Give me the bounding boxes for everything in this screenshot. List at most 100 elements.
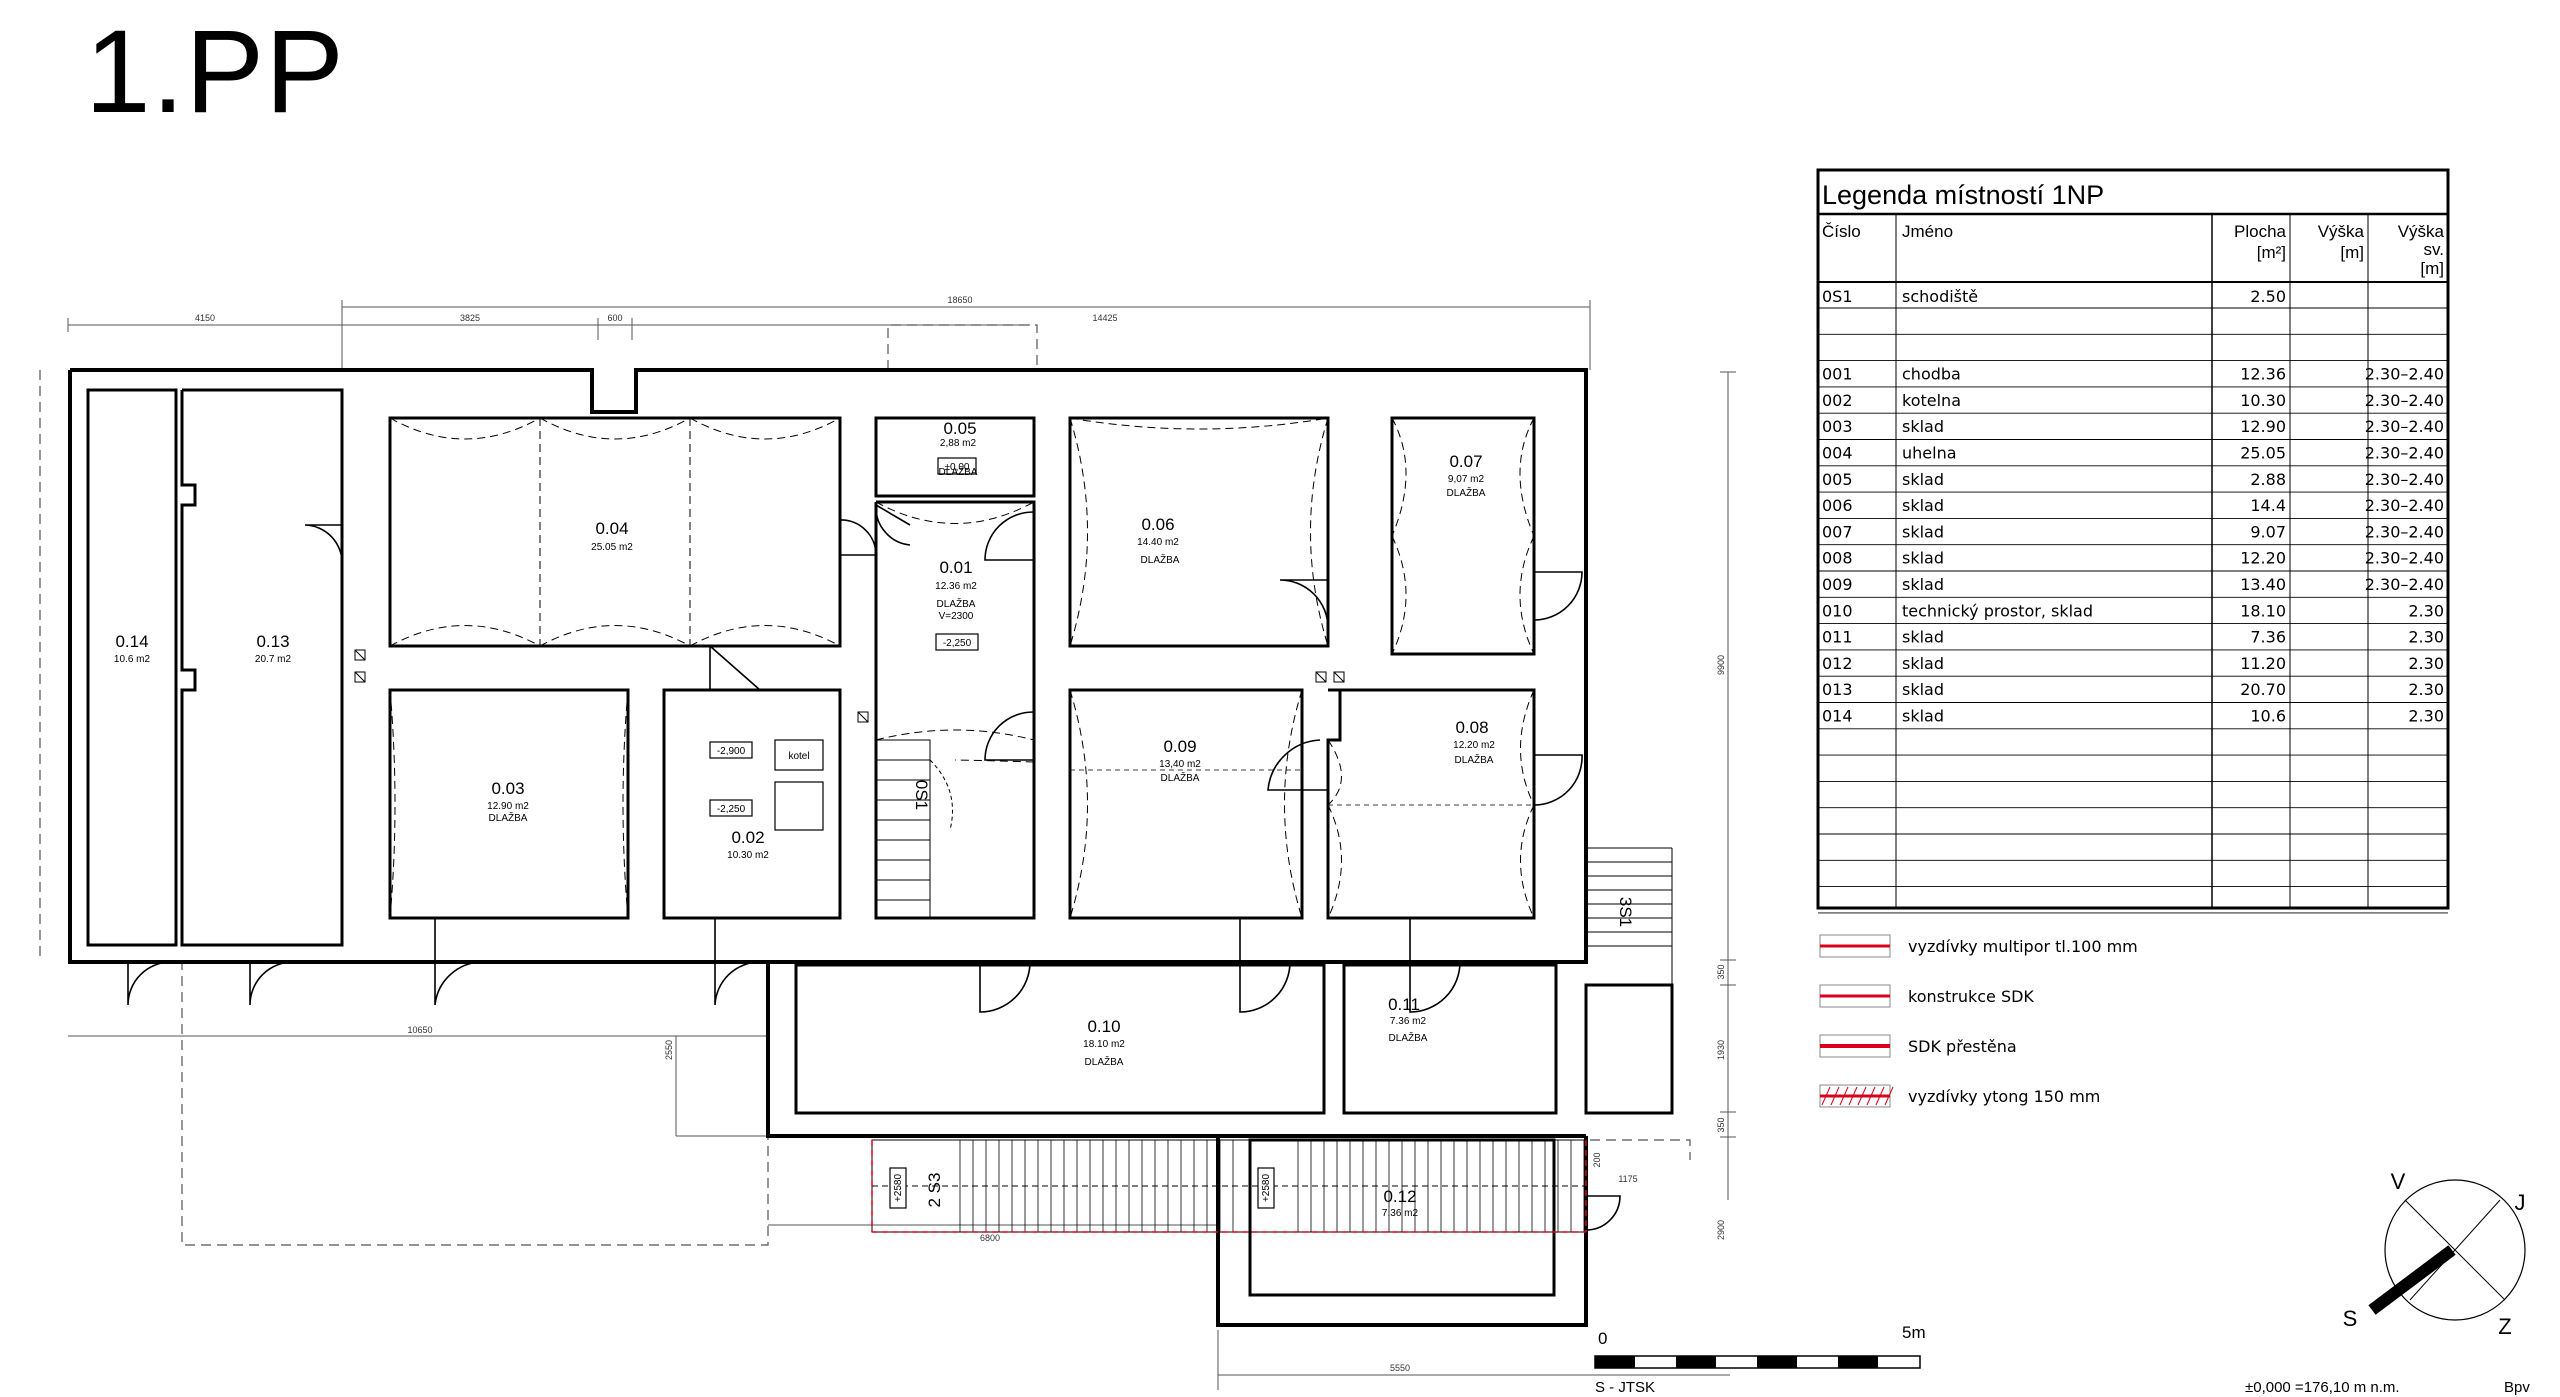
- legend-row-area: 12.90: [2240, 417, 2286, 436]
- room-0-12-area: 7.36 m2: [1382, 1208, 1419, 1219]
- footer-info: ±0,000 =176,10 m n.m. Bpv: [2245, 1379, 2530, 1396]
- room-0-03-area: 12.90 m2: [487, 801, 529, 812]
- legend-row-name: sklad: [1902, 549, 1944, 568]
- legend-row-clear-height: 2.30–2.40: [2365, 470, 2444, 489]
- doors: [127, 504, 1621, 1231]
- level-label-0: ±0,00: [945, 462, 970, 473]
- dim-bottom-3: 5550: [1390, 1363, 1410, 1373]
- scale-system: S - JTSK: [1595, 1379, 1655, 1396]
- legend-row-clear-height: 2.30: [2408, 601, 2444, 620]
- legend-row-clear-height: 2.30–2.40: [2365, 417, 2444, 436]
- legend-row-name: sklad: [1902, 470, 1944, 489]
- legend-row-area: 10.6: [2250, 707, 2286, 726]
- legend-row-number: 004: [1822, 444, 1853, 463]
- level-tag-0: [937, 457, 977, 475]
- scale-start: 0: [1598, 1329, 1607, 1348]
- legend-row-area: 12.20: [2240, 549, 2286, 568]
- legend-row-number: 005: [1822, 470, 1853, 489]
- legend-row-name: kotelna: [1902, 391, 1961, 410]
- door-0-04-west: [304, 524, 343, 566]
- room-0-06-id: 0.06: [1141, 515, 1174, 534]
- materials-legend-label: SDK přestěna: [1908, 1037, 2017, 1056]
- room-0-01-id: 0.01: [939, 558, 972, 577]
- room-0-01-floor: DLAŽBA: [937, 597, 976, 610]
- room-walls: [86, 388, 1674, 1297]
- legend-row-number: 014: [1822, 707, 1853, 726]
- legend-row-number: 009: [1822, 575, 1853, 594]
- room-0-08-floor: DLAŽBA: [1455, 753, 1494, 766]
- compass-east: J: [2515, 1190, 2526, 1215]
- legend-row-clear-height: 2.30: [2408, 628, 2444, 647]
- room-0-01: 0.01 12.36 m2 DLAŽBA V=2300: [935, 558, 977, 622]
- legend-row-number: 003: [1822, 417, 1853, 436]
- room-0-10-outline: [794, 963, 1326, 1115]
- legend-header-height-unit: [m]: [2340, 243, 2364, 262]
- boiler-equipment: [709, 457, 1275, 1209]
- dim-bottom-1: 10650: [407, 1025, 432, 1035]
- room-0-06-area: 14.40 m2: [1137, 537, 1179, 548]
- legend-row-name: sklad: [1902, 628, 1944, 647]
- sheet-title: 1.PP: [85, 6, 345, 138]
- room-0-02: 0.02 10.30 m2: [727, 828, 769, 861]
- room-0-13-id: 0.13: [256, 632, 289, 651]
- level-tag-1: [935, 633, 979, 651]
- dim-right-5: 2900: [1716, 1220, 1726, 1240]
- room-0-09-id: 0.09: [1163, 737, 1196, 756]
- room-0-07: 0.07 9,07 m2 DLAŽBA: [1447, 452, 1486, 499]
- legend-row-area: 13.40: [2240, 575, 2286, 594]
- dimension-texts: 18650 4150 3825 600 14425 9900 350 1930 …: [195, 295, 1726, 1373]
- stair-3s1: [1586, 847, 1673, 985]
- boiler-tank: [774, 781, 824, 831]
- stair-label-0s1: 0S1: [912, 780, 931, 810]
- room-0-06-outline: [1068, 416, 1330, 648]
- boiler-box: [774, 739, 824, 771]
- room-0-02-id: 0.02: [731, 828, 764, 847]
- room-0-05-area: 2,88 m2: [940, 438, 977, 449]
- legend-stair-area: 2.50: [2250, 287, 2286, 306]
- level-label-4: +2580: [893, 1174, 904, 1203]
- room-0-08-outline: [1326, 688, 1536, 920]
- dim-small-1: 200: [1592, 1152, 1602, 1167]
- legend-row-clear-height: 2.30–2.40: [2365, 365, 2444, 384]
- legend-row-clear-height: 2.30–2.40: [2365, 391, 2444, 410]
- room-0-11-id: 0.11: [1388, 995, 1420, 1014]
- room-labels: 0.01 12.36 m2 DLAŽBA V=2300 0.02 10.30 m…: [114, 419, 1495, 1219]
- materials-legend-item: vyzdívky ytong 150 mm: [1819, 1084, 2100, 1108]
- door-0-11: [1409, 918, 1461, 1013]
- legend-row-clear-height: 2.30: [2408, 680, 2444, 699]
- room-0-11-outline: [1342, 963, 1558, 1115]
- room-0-11-floor: DLAŽBA: [1389, 1031, 1428, 1044]
- legend-row-number: 006: [1822, 496, 1853, 515]
- legend-title: Legenda místností 1NP: [1822, 180, 2104, 210]
- room-0-05-id: 0.05: [943, 419, 976, 438]
- dim-right-3: 1930: [1716, 1040, 1726, 1060]
- door-0-02-north: [709, 645, 761, 691]
- level-label-2: -2,900: [717, 746, 746, 757]
- legend-row-area: 11.20: [2240, 654, 2286, 673]
- legend-row-clear-height: 2.30: [2408, 654, 2444, 673]
- legend-row-clear-height: 2.30–2.40: [2365, 444, 2444, 463]
- door-0-08-east: [1533, 754, 1583, 806]
- legend-header-clear-height-1: Výška: [2398, 222, 2445, 241]
- door-0-01-west: [875, 504, 911, 546]
- compass-rose: V J S Z: [2343, 1169, 2526, 1339]
- room-0-01-note: V=2300: [939, 611, 974, 622]
- dim-right-1: 9900: [1716, 655, 1726, 675]
- door-0-04-east: [839, 519, 877, 556]
- stair-2s3-steps: [959, 1140, 1585, 1232]
- room-0-01-area: 12.36 m2: [935, 581, 977, 592]
- room-0-14-outline: [86, 388, 178, 947]
- legend-row-clear-height: 2.30–2.40: [2365, 575, 2444, 594]
- room-0-03-floor: DLAŽBA: [489, 811, 528, 824]
- legend-row-clear-height: 2.30–2.40: [2365, 549, 2444, 568]
- door-0-10: [979, 961, 1031, 1013]
- room-0-07-id: 0.07: [1449, 452, 1482, 471]
- room-0-06: 0.06 14.40 m2 DLAŽBA: [1137, 515, 1180, 566]
- legend-table: Legenda místností 1NP Číslo Jméno Plocha…: [1816, 168, 2450, 914]
